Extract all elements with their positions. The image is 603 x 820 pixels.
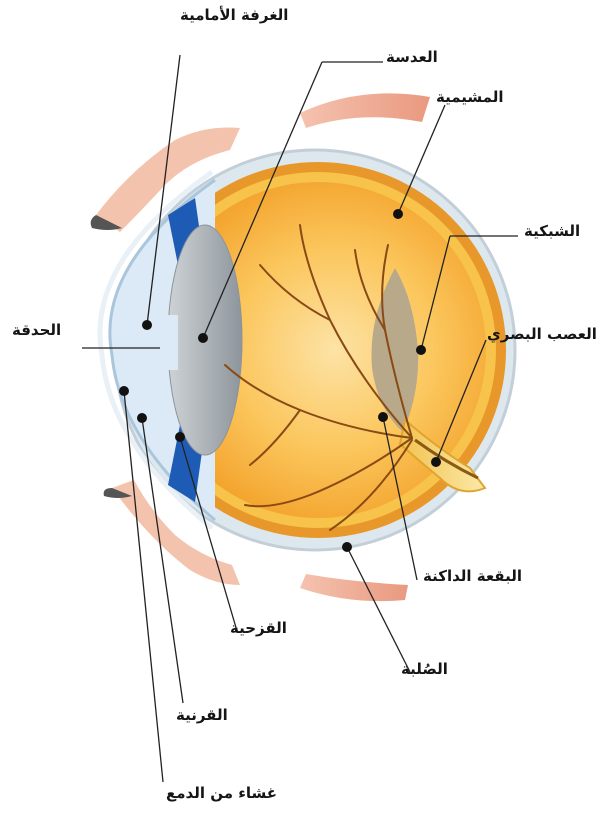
label-sclera: الصُلبة — [401, 662, 448, 677]
label-retina: الشبكية — [524, 224, 580, 239]
label-tear-film: غشاء من الدمع — [166, 786, 277, 801]
label-optic-nerve: العصب البصري — [487, 327, 597, 342]
lower-muscle — [300, 574, 408, 601]
label-anterior-chamber: الغرفة الأمامية — [180, 8, 288, 23]
pupil-gap — [160, 315, 178, 370]
label-choroid: المشيمية — [436, 90, 504, 105]
label-blind-spot: البقعة الداكنة — [423, 569, 522, 584]
label-cornea: القرنية — [176, 708, 228, 723]
label-lens: العدسة — [386, 50, 438, 65]
upper-muscle — [300, 93, 430, 128]
label-pupil: الحدقة — [12, 323, 61, 338]
label-iris: القزحية — [230, 621, 287, 636]
